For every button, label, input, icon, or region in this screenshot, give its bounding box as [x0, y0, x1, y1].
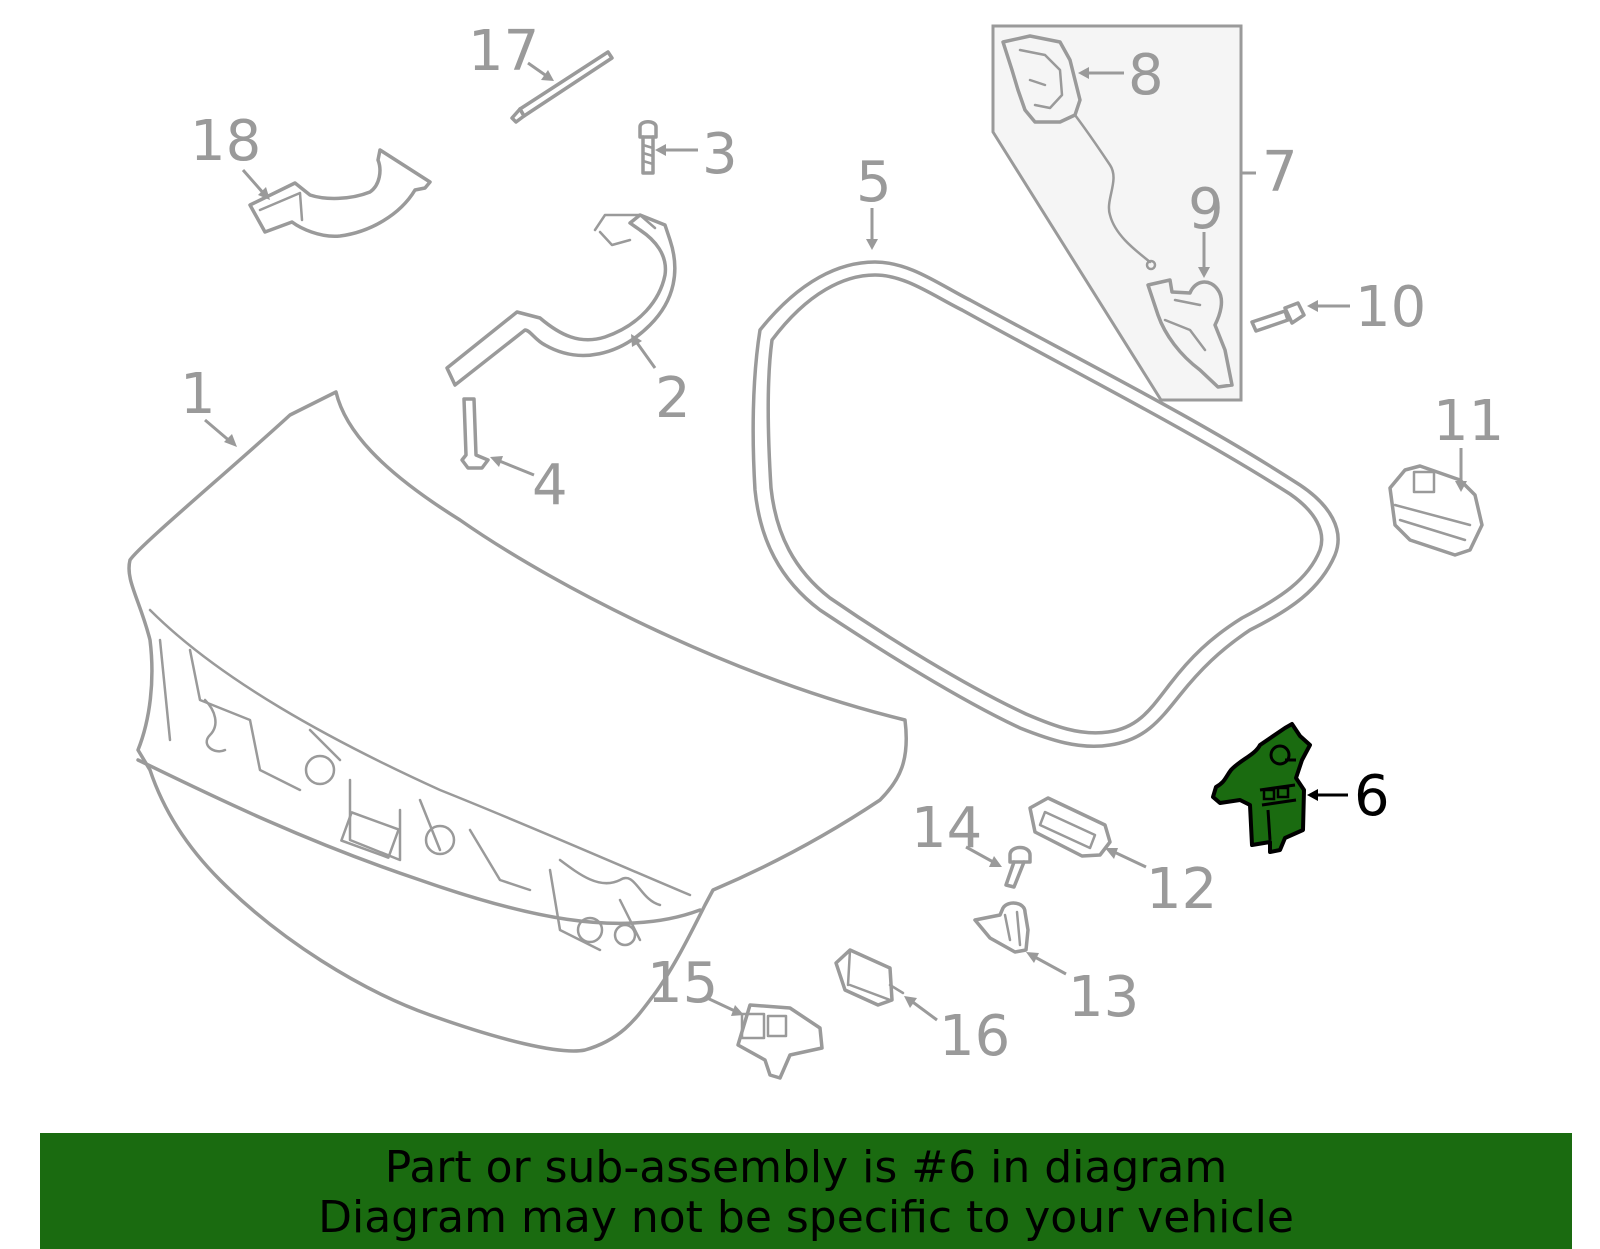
part-7-assembly-box[interactable] [991, 24, 1256, 402]
callout-18: 18 [190, 109, 261, 174]
callout-12: 12 [1146, 857, 1217, 922]
callout-11: 11 [1433, 389, 1504, 454]
part-11-switch[interactable] [1388, 464, 1484, 557]
part-15-connector[interactable] [736, 1003, 824, 1080]
part-16-sensor[interactable] [834, 948, 905, 1007]
callout-6: 6 [1354, 764, 1390, 829]
callout-labels: 1 2 3 4 5 6 7 8 9 10 11 12 13 14 15 16 1… [180, 19, 1504, 1069]
part-6-latch[interactable] [1211, 722, 1312, 854]
part-3-bolt[interactable] [638, 120, 658, 175]
part-14-screw[interactable] [1004, 845, 1032, 889]
callout-3: 3 [702, 122, 738, 187]
callout-16: 16 [939, 1004, 1010, 1069]
callout-7: 7 [1262, 140, 1298, 205]
callout-1: 1 [180, 362, 216, 427]
banner-line-1: Part or sub-assembly is #6 in diagram [384, 1142, 1228, 1193]
callout-13: 13 [1068, 965, 1139, 1030]
callout-17: 17 [468, 19, 539, 84]
part-12-handle[interactable] [1028, 796, 1112, 858]
part-17-rod[interactable] [510, 50, 614, 124]
callout-15: 15 [647, 951, 718, 1016]
banner-line-2: Diagram may not be specific to your vehi… [318, 1192, 1294, 1243]
part-18-bracket[interactable] [248, 148, 432, 238]
callout-4: 4 [532, 453, 568, 518]
part-4-stud[interactable] [460, 397, 490, 470]
callout-2: 2 [655, 366, 691, 431]
callout-8: 8 [1128, 43, 1164, 108]
callout-5: 5 [856, 150, 892, 215]
info-banner: Part or sub-assembly is #6 in diagram Di… [40, 1133, 1572, 1249]
callout-14: 14 [911, 796, 982, 861]
part-5-weatherstrip[interactable] [751, 260, 1340, 749]
callout-9: 9 [1188, 177, 1224, 242]
part-13-clip[interactable] [973, 901, 1030, 954]
callout-10: 10 [1355, 275, 1426, 340]
part-10-bolt[interactable] [1250, 301, 1306, 333]
part-1-trunk-lid[interactable] [127, 390, 908, 1053]
part-2-hinge[interactable] [445, 213, 677, 387]
leader-arrows [204, 61, 1467, 1022]
